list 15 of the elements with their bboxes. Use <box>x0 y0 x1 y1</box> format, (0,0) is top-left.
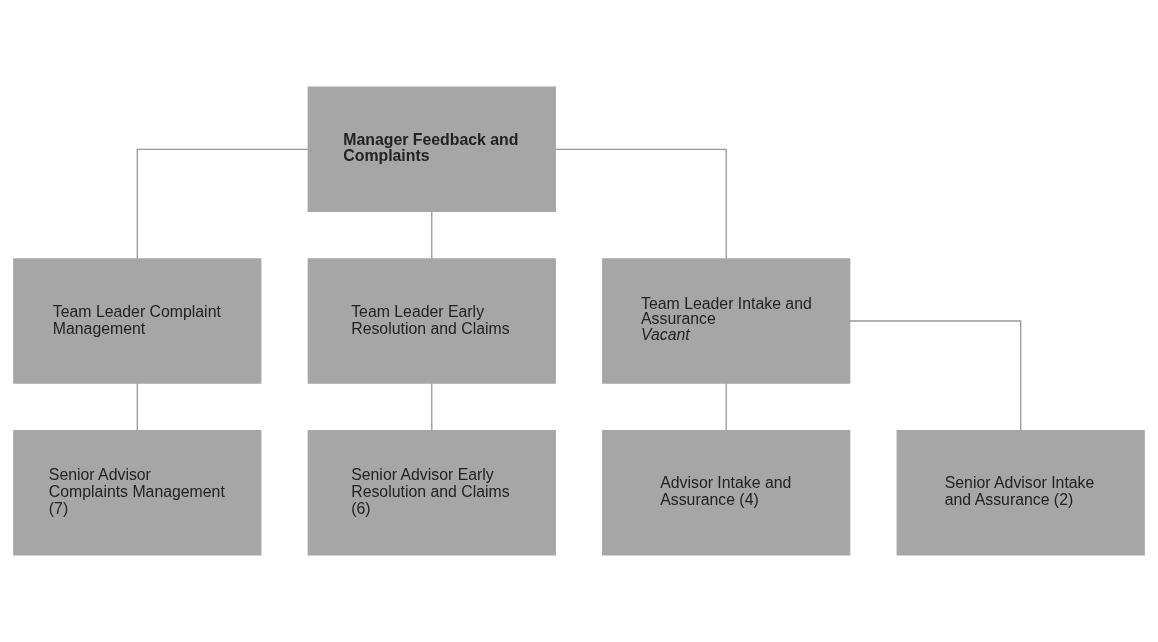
connector <box>431 382 433 432</box>
node-box: Team Leader Complaint Management <box>13 258 262 384</box>
connector <box>136 148 309 260</box>
connector <box>554 148 727 260</box>
connector <box>136 382 138 432</box>
node-box: Manager Feedback and Complaints <box>307 86 556 213</box>
connector <box>849 320 1022 431</box>
node-box: Senior Advisor Complaints Management (7) <box>13 429 262 556</box>
connector <box>725 382 727 432</box>
node-box: Advisor Intake and Assurance (4) <box>602 429 851 556</box>
connector <box>431 211 433 260</box>
node-box: Senior Advisor Intake and Assurance (2) <box>896 429 1145 556</box>
node-box: Team Leader Early Resolution and Claims <box>307 258 556 384</box>
node-box: Senior Advisor Early Resolution and Claims (6) <box>307 429 556 556</box>
node-box: Team Leader Intake and Assurance Vacant <box>602 258 851 384</box>
